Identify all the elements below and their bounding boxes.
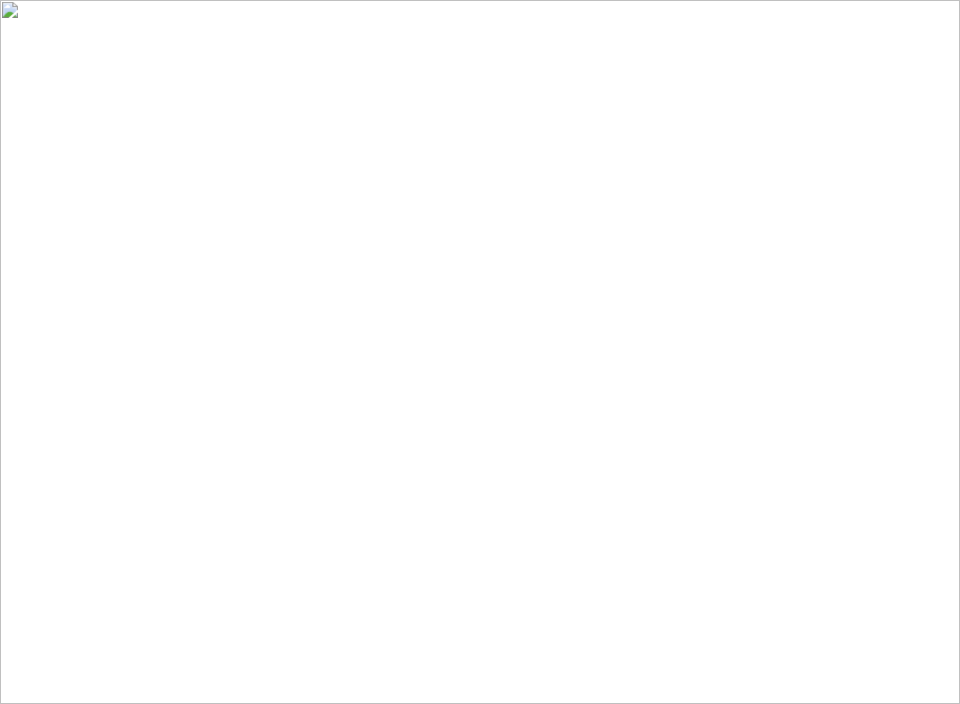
screenshot bbox=[0, 0, 960, 704]
